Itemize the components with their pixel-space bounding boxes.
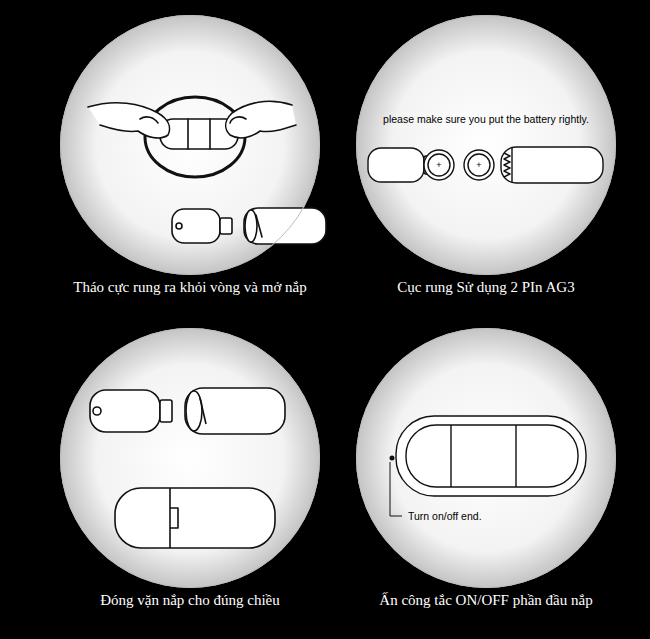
disc-grounds [60, 15, 616, 588]
battery-illustration [368, 147, 603, 183]
battery-cell [464, 150, 494, 180]
note-text: please make sure you put the battery rig… [356, 113, 616, 126]
step-disc: Turn on/off end.Ấn công tắc ON/OFF phần … [356, 328, 616, 588]
polarity-mark: + [436, 160, 441, 170]
step-disc: please make sure you put the battery rig… [356, 15, 616, 275]
switch-illustration [390, 416, 586, 516]
note-text: Turn on/off end. [408, 510, 482, 523]
disc-border [61, 16, 320, 275]
step-caption: Ấn công tắc ON/OFF phần đầu nắp [326, 590, 646, 610]
battery-cell [424, 150, 454, 180]
step-caption: Đóng vặn nắp cho đúng chiều [30, 590, 350, 610]
close-illustration [90, 388, 285, 548]
disc-outline [356, 328, 616, 588]
disc-border [357, 16, 616, 275]
disc-outline [60, 15, 320, 275]
step-caption: Tháo cực rung ra khỏi vòng và mở nắp [30, 277, 350, 297]
disc-outline [60, 328, 320, 588]
disc-border [357, 329, 616, 588]
disc [356, 15, 616, 275]
remove-illustration [88, 97, 326, 244]
polarity-mark: + [476, 160, 481, 170]
step-caption: Cục rung Sử dụng 2 PIn AG3 [326, 277, 646, 297]
disc [60, 328, 320, 588]
step-disc: Tháo cực rung ra khỏi vòng và mở nắp [60, 15, 320, 275]
leader-line [390, 462, 402, 516]
step-disc: Đóng vặn nắp cho đúng chiều [60, 328, 320, 588]
disc-border [61, 329, 320, 588]
disc [356, 328, 616, 588]
disc-outline [356, 15, 616, 275]
